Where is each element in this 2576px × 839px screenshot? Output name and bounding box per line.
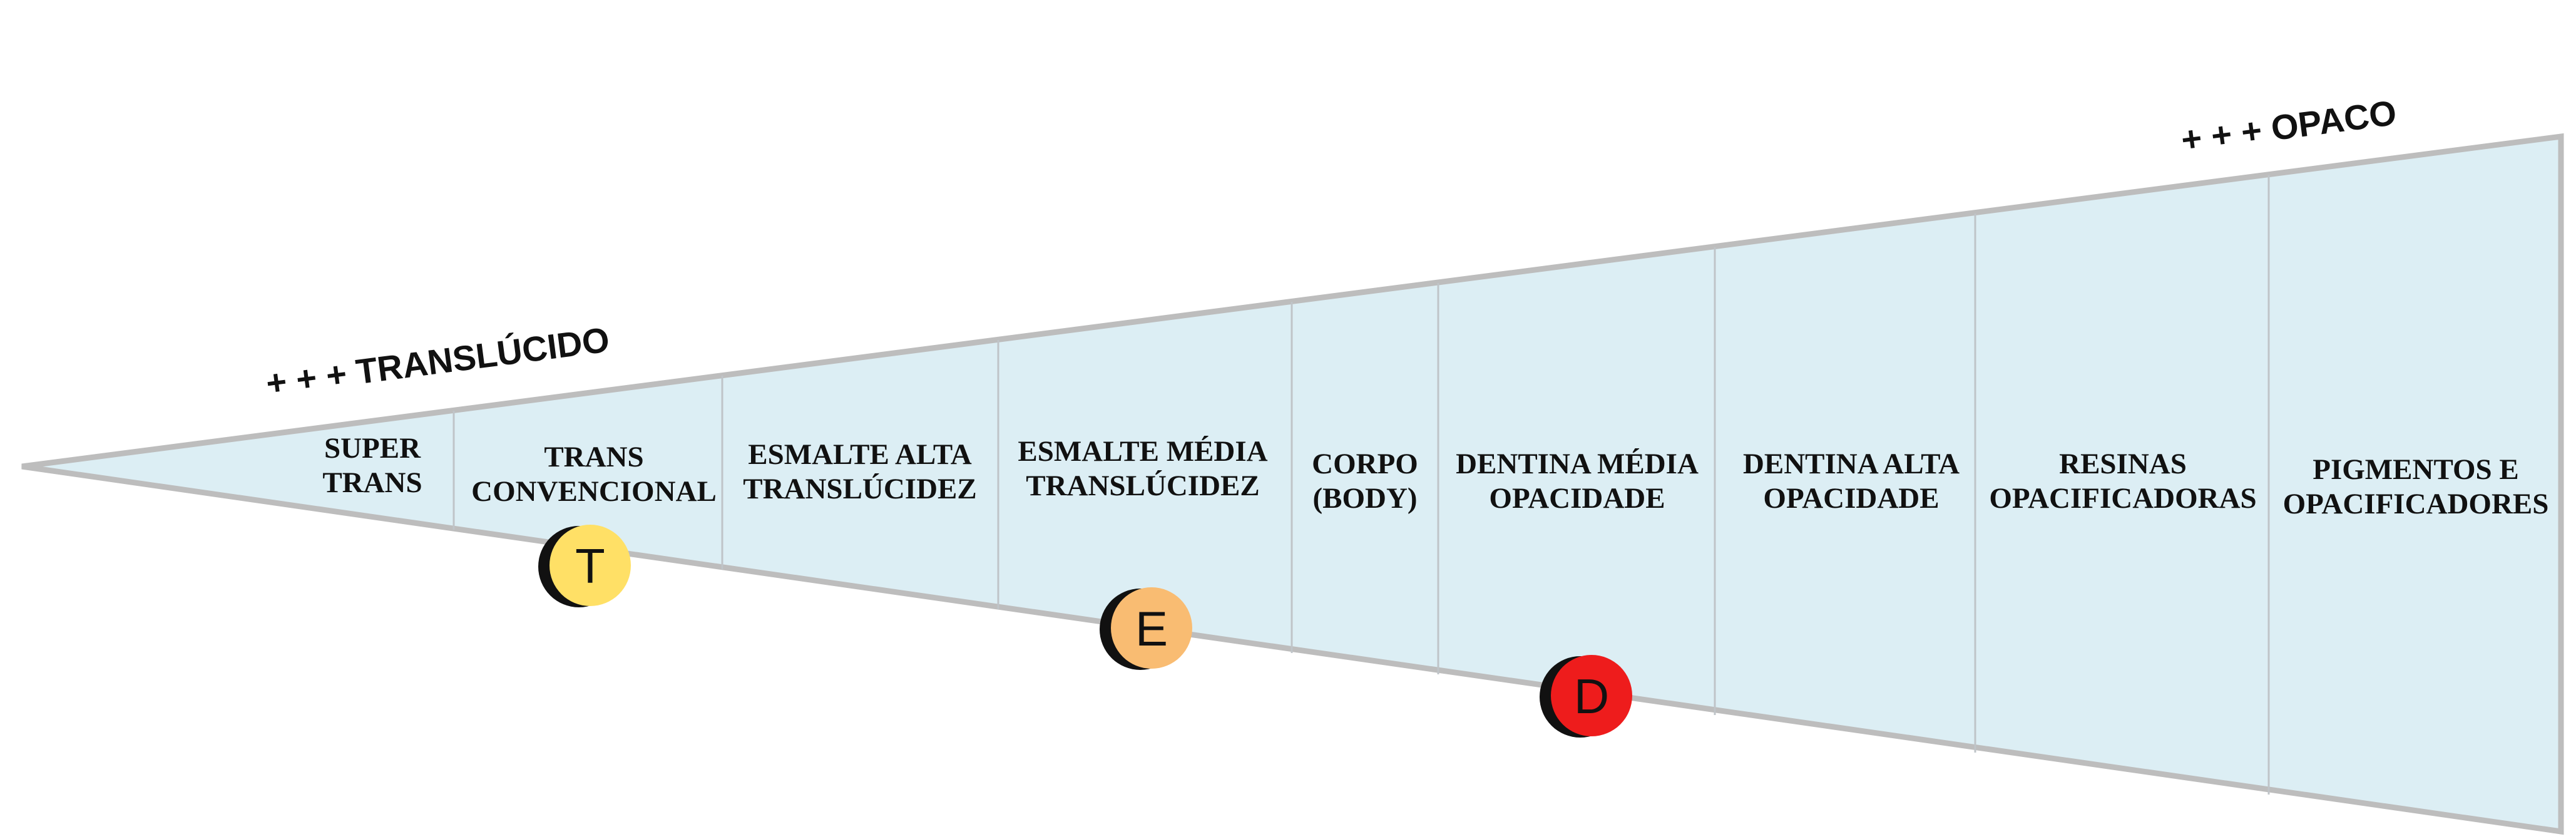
- segment-label-line2: OPACIFICADORAS: [1989, 482, 2256, 515]
- segment-resinas-opacificadoras: RESINAS OPACIFICADORAS: [1989, 448, 2256, 515]
- segment-label-line2: (BODY): [1312, 482, 1417, 515]
- segment-labels: SUPER TRANS TRANS CONVENCIONAL ESMALTE A…: [322, 432, 2548, 520]
- marker-d-badge: D: [1540, 655, 1632, 738]
- segment-label-line2: TRANSLÚCIDEZ: [1026, 470, 1259, 502]
- marker-t-badge: T: [538, 525, 631, 607]
- segment-dentina-alta-opacidade: DENTINA ALTA OPACIDADE: [1743, 448, 1960, 515]
- segment-dentina-media-opacidade: DENTINA MÉDIA OPACIDADE: [1456, 448, 1699, 515]
- segment-label-line1: CORPO: [1312, 448, 1418, 480]
- segment-label-line1: PIGMENTOS E: [2313, 453, 2519, 486]
- segment-label-line2: TRANS: [322, 466, 422, 499]
- layer-markers: T E D: [538, 525, 1632, 738]
- segment-label-line2: OPACIDADE: [1763, 482, 1939, 515]
- segment-label-line2: CONVENCIONAL: [471, 475, 717, 508]
- segment-label-line2: TRANSLÚCIDEZ: [743, 473, 976, 505]
- segment-esmalte-media-translucidez: ESMALTE MÉDIA TRANSLÚCIDEZ: [1018, 435, 1267, 502]
- segment-label-line2: OPACIFICADORES: [2283, 488, 2549, 520]
- segment-label-line2: OPACIDADE: [1489, 482, 1665, 515]
- segment-super-trans: SUPER TRANS: [322, 432, 422, 499]
- segment-label-line1: DENTINA MÉDIA: [1456, 448, 1699, 480]
- segment-label-line1: RESINAS: [2059, 448, 2187, 480]
- segment-label-line1: DENTINA ALTA: [1743, 448, 1960, 480]
- marker-circle: [549, 525, 631, 606]
- segment-corpo-body: CORPO (BODY): [1312, 448, 1418, 515]
- segment-label-line1: TRANS: [544, 441, 643, 473]
- marker-circle: [1111, 587, 1192, 669]
- segment-label-line1: SUPER: [324, 432, 421, 465]
- marker-circle: [1551, 655, 1632, 736]
- segment-dividers: [452, 175, 2270, 795]
- translucent-end-label: + + + TRANSLÚCIDO: [263, 319, 611, 403]
- marker-letter: T: [575, 538, 605, 594]
- marker-letter: D: [1574, 669, 1609, 724]
- segment-label-line1: ESMALTE ALTA: [748, 438, 972, 471]
- marker-letter: E: [1135, 601, 1168, 656]
- segment-label-line1: ESMALTE MÉDIA: [1018, 435, 1267, 468]
- segment-pigmentos-opacificadores: PIGMENTOS E OPACIFICADORES: [2283, 453, 2549, 520]
- marker-e-badge: E: [1100, 587, 1192, 670]
- opaque-end-label: + + + OPACO: [2179, 93, 2398, 160]
- segment-trans-convencional: TRANS CONVENCIONAL: [471, 441, 717, 508]
- segment-esmalte-alta-translucidez: ESMALTE ALTA TRANSLÚCIDEZ: [743, 438, 976, 505]
